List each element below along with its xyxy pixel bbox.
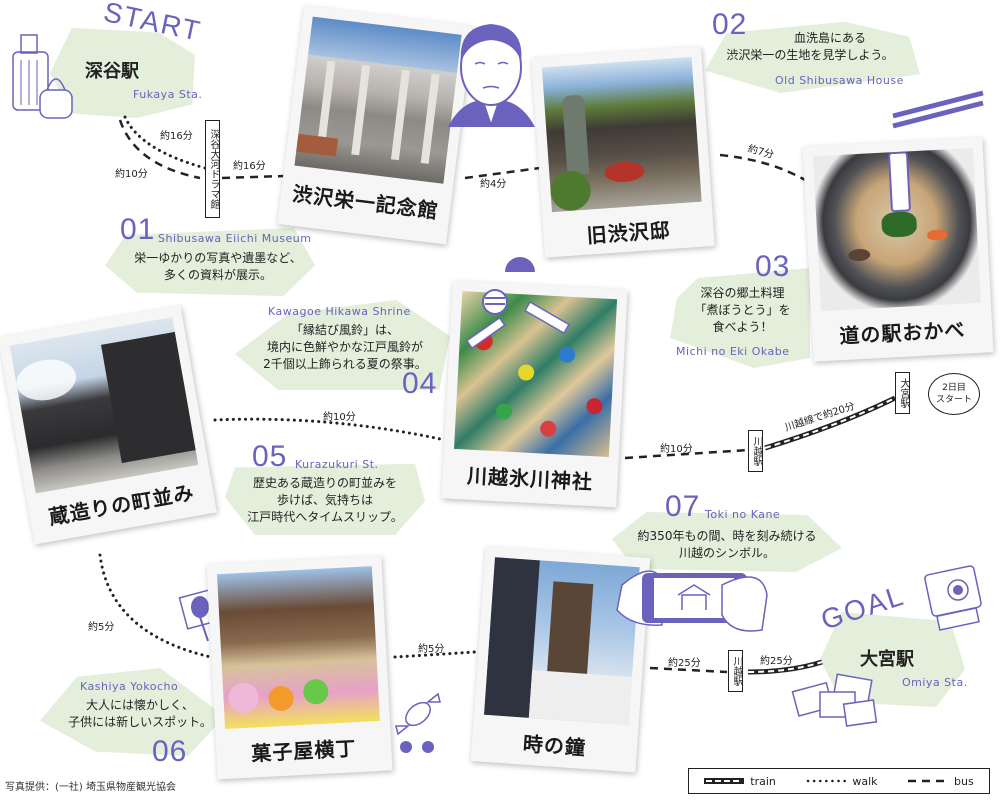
start-blob <box>50 28 195 118</box>
time-label: 約5分 <box>418 644 445 655</box>
route-legend: train walk bus <box>688 768 990 794</box>
chopsticks-icon <box>892 90 984 129</box>
spot-desc: 深谷の郷土料理「煮ぼうとう」を食べよう！ <box>694 286 791 334</box>
station-drama-hall: 深谷大河ドラマ館 <box>205 120 220 218</box>
spot-01-blob <box>105 228 315 296</box>
bus-route-drama-museum <box>221 174 286 180</box>
spot-name-en: Kashiya Yokocho <box>80 680 179 693</box>
legend-train: train <box>704 775 776 788</box>
spot-number: 03 <box>755 250 791 283</box>
photo-card-old-shibusawa-house[interactable]: 旧渋沢邸 <box>531 46 715 258</box>
time-label: 約10分 <box>115 169 148 180</box>
spot-number: 02 <box>712 8 748 41</box>
spot-desc: 約350年もの間、時を刻み続ける川越のシンボル。 <box>637 529 817 560</box>
photo-caption: 旧渋沢邸 <box>585 217 672 248</box>
spot-number: 05 <box>252 440 288 473</box>
old-house-photo <box>541 56 702 213</box>
goal-station-name: 大宮駅 <box>860 649 914 670</box>
bus-route-kawagoe-shrine <box>624 448 749 460</box>
museum-photo <box>294 16 462 184</box>
time-label: 約25分 <box>668 658 701 669</box>
spot-desc: 血洗島にある渋沢栄一の生地を見学しよう。 <box>726 31 894 62</box>
candy-alley-photo <box>217 566 380 729</box>
spot-number: 06 <box>152 735 188 768</box>
start-station-name-en: Fukaya Sta. <box>133 88 203 101</box>
photo-caption: 道の駅おかべ <box>838 317 966 349</box>
spot-name-en: Kurazukuri St. <box>295 458 379 471</box>
photo-caption: 渋沢栄一記念館 <box>291 181 440 224</box>
time-label: 約25分 <box>760 656 793 667</box>
spot-05-blob <box>225 463 425 535</box>
photo-prints-icon <box>791 673 878 727</box>
photo-card-michi-no-eki-okabe[interactable]: 道の駅おかべ <box>802 137 994 362</box>
bus-route-museum-house <box>464 166 541 180</box>
smartphone-camera-icon <box>616 570 768 632</box>
wind-chime-icon <box>465 257 570 350</box>
walk-route-kashiya-toki <box>393 650 477 659</box>
train-route-kawagoe-omiya <box>747 659 823 675</box>
spot-name-en: Michi no Eki Okabe <box>676 345 790 358</box>
shibusawa-portrait-icon <box>448 24 535 127</box>
time-label: 約16分 <box>160 131 193 142</box>
photo-caption: 川越氷川神社 <box>466 463 594 495</box>
spot-desc: 歴史ある蔵造りの町並みを歩けば、気持ちは江戸時代へタイムスリップ。 <box>247 476 403 524</box>
time-label: 約16分 <box>233 161 266 172</box>
walk-line-icon <box>807 779 847 783</box>
nibouto-photo <box>813 147 981 312</box>
bus-line-icon <box>908 779 949 783</box>
start-station-name: 深谷駅 <box>85 61 139 82</box>
day2-start-bubble: 2日目スタート <box>928 373 980 415</box>
station-kawagoe: 川越駅 <box>748 430 763 472</box>
photo-card-kashiya-yokocho[interactable]: 菓子屋横丁 <box>206 555 393 780</box>
goal-station-name-en: Omiya Sta. <box>902 676 968 689</box>
bus-route-house-okabe <box>719 153 806 182</box>
spot-desc: 大人には懐かしく、子供には新しいスポット。 <box>68 698 212 729</box>
photo-card-kurazukuri-street[interactable]: 蔵造りの町並み <box>0 305 217 545</box>
luggage-icon <box>12 34 73 119</box>
photo-caption: 時の鐘 <box>522 731 587 760</box>
spot-number: 07 <box>665 490 701 523</box>
candy-icon <box>395 692 441 753</box>
photo-credit: 写真提供：(一社) 埼玉県物産観光協会 <box>5 782 176 793</box>
spot-name-en: Shibusawa Eiichi Museum <box>158 232 312 245</box>
spot-07-blob <box>612 512 842 572</box>
instant-camera-icon <box>924 565 982 631</box>
bus-route-fukaya-drama <box>118 119 201 180</box>
legend-walk: walk <box>806 775 878 788</box>
walk-route-kura-kashiya <box>98 553 217 660</box>
time-label: 約10分 <box>660 444 693 455</box>
walk-route-shrine-kura <box>213 417 447 442</box>
photo-caption: 菓子屋横丁 <box>250 736 357 766</box>
kura-street-photo <box>9 317 199 494</box>
time-label: 約10分 <box>323 412 356 423</box>
spot-name-en: Toki no Kane <box>705 508 781 521</box>
spot-number: 04 <box>402 367 438 400</box>
spot-number: 01 <box>120 213 156 246</box>
train-line-icon <box>704 778 745 784</box>
station-kawagoe: 川越駅 <box>728 650 743 692</box>
time-label: 約5分 <box>88 622 115 633</box>
time-label: 約4分 <box>480 179 507 190</box>
spot-name-en: Old Shibusawa House <box>775 74 904 87</box>
station-omiya: 大宮駅 <box>895 372 910 414</box>
spot-name-en: Kawagoe Hikawa Shrine <box>268 305 411 318</box>
walk-route-fukaya-drama <box>123 115 207 170</box>
spot-desc: 栄一ゆかりの写真や遺墨など、多くの資料が展示。 <box>134 251 302 282</box>
legend-bus: bus <box>908 775 974 788</box>
